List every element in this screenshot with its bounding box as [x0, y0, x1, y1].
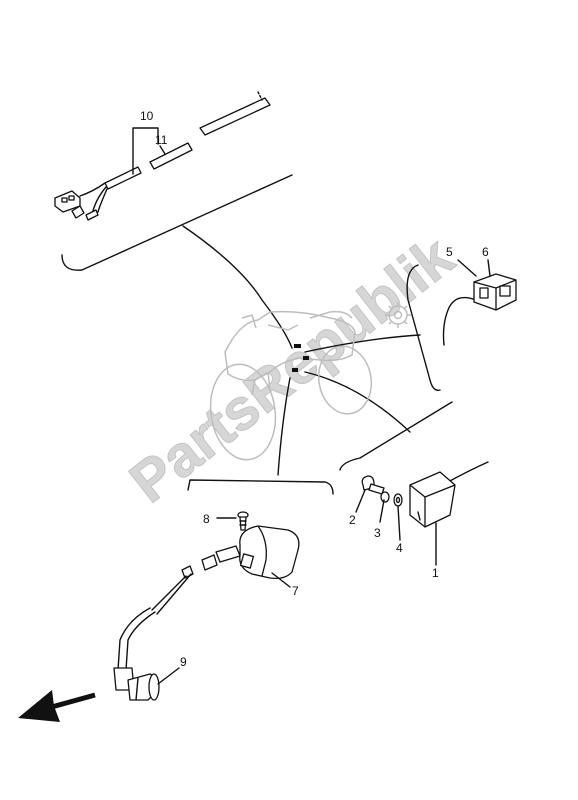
panel-frame-right-lower [339, 401, 453, 471]
hardware-small [361, 475, 403, 507]
switch-assembly [442, 273, 517, 346]
watermark-gear-icon [385, 302, 411, 328]
wire-harness [54, 91, 271, 221]
panel-frame-right-upper [406, 264, 441, 391]
leader-wire-harness [182, 225, 293, 349]
callout-8: 8 [203, 512, 210, 526]
ignition-coil [117, 525, 300, 671]
highlight-marker-2 [303, 356, 309, 360]
front-direction-arrow-icon [18, 690, 96, 722]
callout-6: 6 [482, 245, 489, 259]
leader-coil [277, 377, 291, 476]
spark-plug-cap [113, 667, 160, 701]
callout-11: 11 [155, 133, 168, 147]
motorcycle-outline [209, 310, 373, 461]
highlight-marker-3 [292, 368, 298, 372]
callout-9: 9 [180, 655, 187, 669]
callout-1: 1 [432, 566, 439, 580]
callout-4: 4 [396, 541, 403, 555]
callout-5: 5 [446, 245, 453, 259]
panel-frame-top [61, 174, 293, 271]
panel-frame-bottom [187, 479, 334, 495]
cdi-unit [409, 461, 489, 528]
leader-cdi [304, 371, 411, 433]
highlight-marker-1 [294, 344, 301, 348]
callout-leaders [132, 127, 491, 685]
callout-labels: 10 11 5 6 1 2 3 4 8 7 9 [140, 109, 489, 669]
callout-2: 2 [349, 513, 356, 527]
leader-switch [304, 334, 421, 353]
screw [237, 511, 249, 531]
callout-3: 3 [374, 526, 381, 540]
callout-7: 7 [292, 584, 299, 598]
callout-10: 10 [140, 109, 154, 123]
